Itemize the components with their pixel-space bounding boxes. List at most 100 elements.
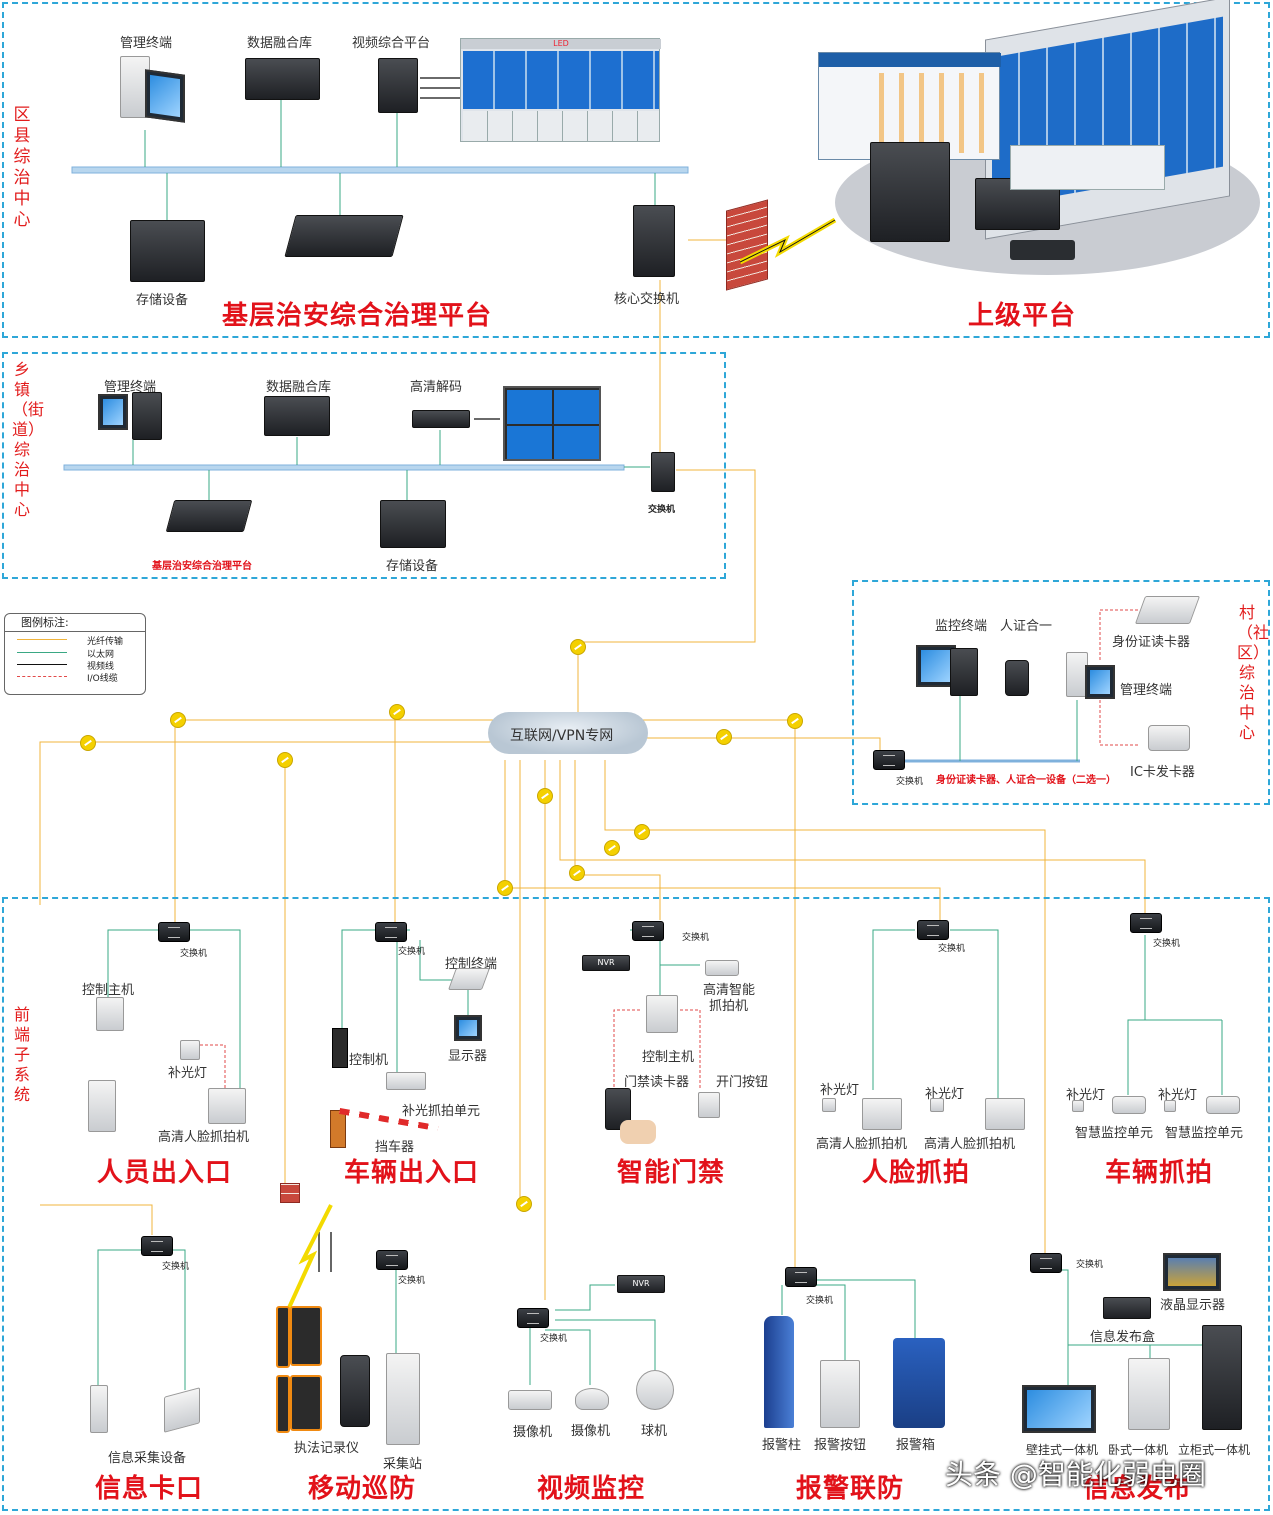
- upper-server-rack-icon: [870, 142, 950, 242]
- fiber-icon: [80, 735, 96, 751]
- fill-light-icon: [930, 1098, 944, 1112]
- monitor-icon: [145, 69, 185, 123]
- panel1-label-2: 高清人脸抓拍机: [158, 1130, 250, 1145]
- village-mgmt-terminal-label: 管理终端: [1120, 683, 1173, 698]
- county-bus: [71, 166, 689, 174]
- frontend-region: [2, 897, 1270, 1511]
- video-wall-icon: LED: [460, 38, 661, 142]
- mobile-terminal-icon: [290, 1375, 322, 1431]
- led-banner: LED: [461, 39, 661, 49]
- county-region-label: 区县综治中心: [13, 105, 31, 230]
- display-icon: [454, 1015, 482, 1041]
- row2-panel4-label-1: 报警按钮: [814, 1438, 867, 1453]
- switch-icon: [158, 922, 190, 942]
- row2-panel5-label-3: 卧式一体机: [1108, 1443, 1169, 1457]
- town-region: [2, 352, 726, 579]
- switch-icon: [917, 920, 949, 940]
- row2-panel2-label-1: 采集站: [383, 1457, 423, 1472]
- panel4-label-3: 高清人脸抓拍机: [924, 1137, 1016, 1152]
- town-platform-server-icon: [165, 500, 253, 532]
- panel3-label-1: 抓拍机: [709, 999, 749, 1014]
- row2-panel5-label-2: 壁挂式一体机: [1026, 1443, 1099, 1457]
- row2-panel3-switch-label: 交换机: [540, 1334, 568, 1344]
- panel3-title: 智能门禁: [617, 1158, 726, 1188]
- row2-panel1-switch-label: 交换机: [162, 1262, 190, 1272]
- fill-light-icon: [1164, 1100, 1176, 1112]
- panel4-title: 人脸抓拍: [862, 1158, 971, 1188]
- face-camera-icon: [208, 1088, 246, 1124]
- collector-device-icon: [90, 1385, 108, 1433]
- control-host-icon: [96, 997, 124, 1031]
- panel1-label-0: 控制主机: [82, 983, 135, 998]
- town-monitor-icon: [98, 394, 128, 430]
- village-mgmt-monitor-icon: [1085, 665, 1115, 699]
- frontend-region-label: 前端子系统: [13, 1005, 30, 1104]
- switch-icon: [517, 1308, 549, 1328]
- switch-icon: [375, 922, 407, 942]
- ic-card-issuer-icon: [1148, 725, 1190, 751]
- mobile-terminal-icon: [290, 1306, 322, 1366]
- row2-panel5-label-4: 立柜式一体机: [1178, 1443, 1251, 1457]
- capture-camera-icon: [386, 1072, 426, 1090]
- id-combo-device-icon: [1005, 660, 1029, 696]
- row2-panel4-switch-label: 交换机: [806, 1296, 834, 1306]
- body-camera-icon: [340, 1355, 370, 1427]
- row2-panel3-label-0: 摄像机: [513, 1425, 553, 1440]
- row2-panel2-label-0: 执法记录仪: [294, 1441, 360, 1456]
- mobile-terminal-icon: [276, 1306, 290, 1368]
- internet-cloud-icon: [488, 712, 648, 754]
- antenna-tower-icon: [318, 1232, 332, 1272]
- switch-icon: [141, 1236, 173, 1256]
- town-data-fusion-label: 数据融合库: [266, 380, 332, 395]
- legend-io-line: [17, 676, 67, 677]
- nvr-icon: NVR: [617, 1275, 665, 1293]
- village-monitor-terminal-label: 监控终端: [935, 619, 988, 634]
- panel5-title: 车辆抓拍: [1105, 1158, 1214, 1188]
- switch-icon: [632, 921, 664, 941]
- core-switch-label: 核心交换机: [614, 292, 680, 307]
- collection-station-icon: [386, 1353, 420, 1445]
- village-switch-label: 交换机: [896, 777, 924, 787]
- panel2-switch-label: 交换机: [398, 947, 426, 957]
- panel4-label-0: 补光灯: [820, 1083, 860, 1098]
- town-hd-decode-label: 高清解码: [410, 380, 463, 395]
- smart-monitor-unit-icon: [1206, 1096, 1240, 1114]
- panel2-label-1: 显示器: [448, 1049, 488, 1064]
- bullet-camera-icon: [508, 1390, 552, 1410]
- county-mgmt-terminal-label: 管理终端: [120, 36, 173, 51]
- panel1-title: 人员出入口: [97, 1158, 233, 1188]
- decoder-icon: [412, 410, 470, 428]
- server-icon: [245, 58, 320, 100]
- county-video-platform-label: 视频综合平台: [352, 36, 431, 51]
- village-region: [852, 580, 1270, 805]
- fiber-icon: [604, 840, 620, 856]
- video-platform-icon: [378, 58, 418, 113]
- lcd-display-icon: [1163, 1253, 1221, 1291]
- switch-icon: [376, 1250, 408, 1270]
- fiber-icon: [389, 704, 405, 720]
- upper-platform-title: 上级平台: [968, 301, 1077, 331]
- row2-panel2-switch-label: 交换机: [398, 1276, 426, 1286]
- legend-item-video: 视频线: [87, 662, 115, 672]
- info-release-box-icon: [1103, 1297, 1151, 1319]
- cabinet-kiosk-icon: [1202, 1325, 1242, 1430]
- town-pc-tower-icon: [132, 392, 162, 440]
- village-region-label: 村（社区）综治中心: [1237, 603, 1270, 742]
- legend-video-line: [17, 664, 67, 665]
- panel3-label-2: 控制主机: [642, 1050, 695, 1065]
- village-pc-tower-icon: [950, 648, 978, 696]
- wall-kiosk-icon: [1022, 1385, 1096, 1433]
- turnstile-icon: [88, 1080, 116, 1132]
- fiber-icon: [497, 880, 513, 896]
- firewall-icon: [280, 1183, 300, 1203]
- fiber-icon: [570, 639, 586, 655]
- row2-panel2-title: 移动巡防: [308, 1474, 417, 1504]
- face-camera-icon: [985, 1098, 1025, 1130]
- fiber-icon: [277, 752, 293, 768]
- row2-panel1-title: 信息卡口: [95, 1474, 204, 1504]
- panel4-label-2: 高清人脸抓拍机: [816, 1137, 908, 1152]
- legend-item-ethernet: 以太网: [87, 650, 115, 660]
- access-host-icon: [646, 995, 678, 1033]
- town-storage-icon: [380, 500, 446, 548]
- panel4-switch-label: 交换机: [938, 944, 966, 954]
